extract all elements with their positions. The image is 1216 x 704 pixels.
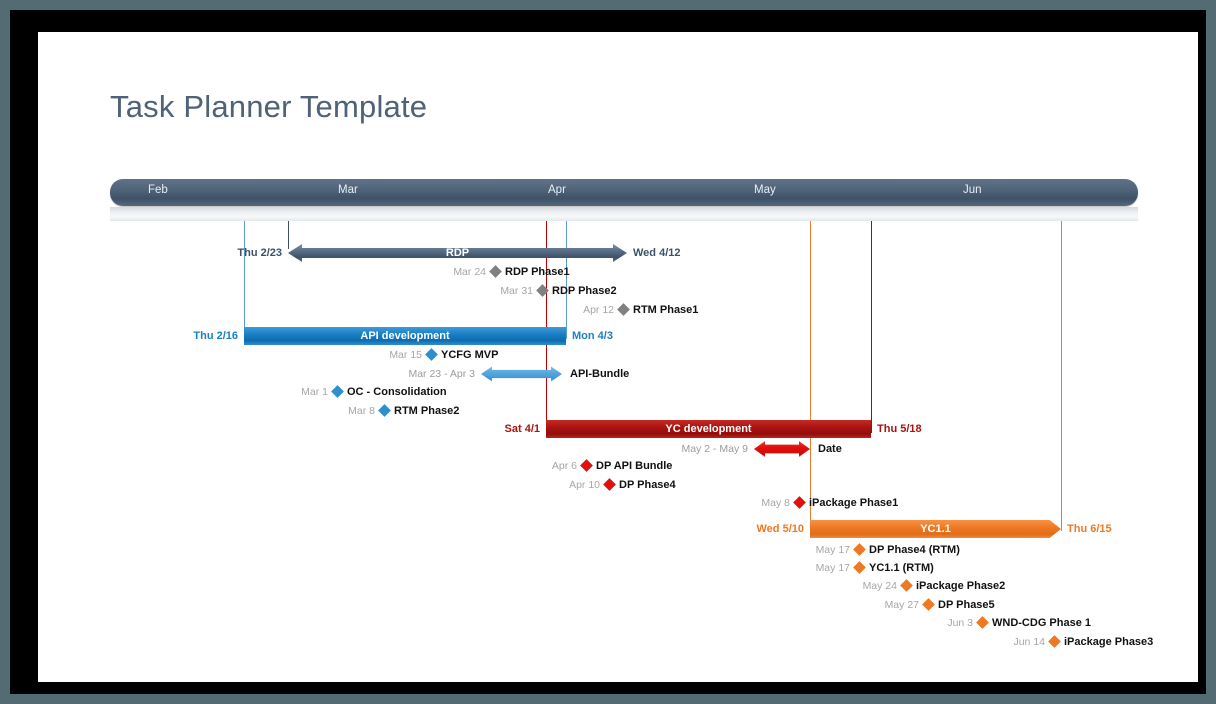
slide-frame-inner: Task Planner Template Feb Mar Apr May Jun RD…: [10, 10, 1206, 694]
gantt-bar-yc-development[interactable]: YC development: [546, 420, 871, 438]
gantt-bar-start-label: Thu 2/23: [237, 247, 282, 259]
gantt-milestone-date-label: Mar 24: [453, 266, 486, 278]
gantt-bar-start-label: Thu 2/16: [193, 330, 238, 342]
timeline-gridline-6: [1061, 221, 1062, 531]
timeline-month-label-jun: Jun: [963, 184, 982, 196]
diamond-icon: [900, 579, 913, 592]
timeline-header: Feb Mar Apr May Jun: [110, 179, 1138, 206]
timeline-gridline-3: [566, 221, 567, 339]
gantt-milestone-name-label: DP API Bundle: [596, 460, 673, 472]
gantt-span-name-label: API-Bundle: [570, 368, 630, 380]
gantt-milestone-date-label: Mar 15: [389, 349, 422, 361]
gantt-milestone-date-label: Apr 6: [551, 460, 577, 472]
page-title: Task Planner Template: [110, 89, 428, 124]
gantt-milestone-name-label: iPackage Phase2: [916, 580, 1006, 592]
gantt-span-api-bundle[interactable]: [481, 365, 562, 383]
timeline-month-label-feb: Feb: [148, 184, 168, 196]
gantt-milestone-date-label: Jun 14: [1013, 636, 1045, 648]
timeline-gridline-0: [244, 221, 245, 339]
gantt-milestone-name-label: DP Phase4 (RTM): [869, 544, 960, 556]
diamond-icon: [580, 459, 593, 472]
gantt-bar-label: YC development: [665, 423, 752, 435]
gantt-milestone-name-label: RDP Phase1: [505, 266, 570, 278]
gantt-span-date-label: Mar 23 - Apr 3: [408, 368, 475, 380]
diamond-icon: [1048, 635, 1061, 648]
diamond-icon: [853, 561, 866, 574]
gantt-span-date-label: May 2 - May 9: [681, 443, 748, 455]
slide-canvas: Task Planner Template Feb Mar Apr May Jun RD…: [38, 32, 1198, 682]
gantt-bar-label: RDP: [445, 247, 470, 259]
diamond-icon: [793, 496, 806, 509]
gantt-milestone-date-label: May 24: [862, 580, 897, 592]
gantt-milestone-name-label: WND-CDG Phase 1: [992, 617, 1092, 629]
gantt-milestone-date-label: May 17: [815, 562, 850, 574]
gantt-milestone-name-label: iPackage Phase1: [809, 497, 899, 509]
gantt-bar-end-label: Thu 6/15: [1067, 523, 1112, 535]
diamond-icon: [617, 303, 630, 316]
diamond-icon: [922, 598, 935, 611]
diamond-icon: [331, 385, 344, 398]
gantt-milestone-date-label: Apr 12: [583, 304, 614, 316]
timeline-gridline-5: [871, 221, 872, 433]
gantt-span-row: May 2 - May 9 Date: [38, 440, 1198, 458]
gantt-milestone-date-label: May 8: [761, 497, 790, 509]
gantt-bar-row: YC development Sat 4/1 Thu 5/18: [38, 420, 1198, 438]
gantt-milestone-name-label: RTM Phase2: [394, 405, 460, 417]
gantt-bar-label: API development: [360, 330, 450, 342]
gantt-bar-end-label: Wed 4/12: [633, 247, 681, 259]
timeline-gridline-4: [810, 221, 811, 531]
gantt-bar-end-label: Thu 5/18: [877, 423, 922, 435]
gantt-milestone-date-label: Mar 1: [301, 386, 328, 398]
gantt-bar-yc1-1[interactable]: YC1.1: [810, 520, 1061, 538]
gantt-milestone-name-label: DP Phase5: [938, 599, 995, 611]
gantt-milestone-name-label: iPackage Phase3: [1064, 636, 1154, 648]
gantt-milestone-name-label: DP Phase4: [619, 479, 676, 491]
gantt-milestone-date-label: Mar 8: [348, 405, 375, 417]
gantt-bar-rdp[interactable]: RDP: [288, 244, 627, 262]
gantt-milestone-name-label: RDP Phase2: [552, 285, 617, 297]
gantt-bar-start-label: Sat 4/1: [504, 423, 540, 435]
gantt-bar-label: YC1.1: [920, 523, 951, 535]
timeline-gridline-1: [288, 221, 289, 249]
gantt-span-date[interactable]: [754, 440, 810, 458]
diamond-icon: [853, 543, 866, 556]
gantt-milestone-date-label: Apr 10: [569, 479, 600, 491]
diamond-icon: [489, 265, 502, 278]
gantt-span-name-label: Date: [818, 443, 842, 455]
gantt-span-row: Mar 23 - Apr 3 API-Bundle: [38, 365, 1198, 383]
gantt-milestone-date-label: Jun 3: [947, 617, 973, 629]
gantt-bar-row: YC1.1 Wed 5/10 Thu 6/15: [38, 520, 1198, 538]
gantt-milestone-name-label: YC1.1 (RTM): [869, 562, 934, 574]
diamond-icon: [378, 404, 391, 417]
gantt-milestone-name-label: RTM Phase1: [633, 304, 699, 316]
timeline-month-label-apr: Apr: [548, 184, 566, 196]
gantt-bar-api-development[interactable]: API development: [244, 327, 566, 345]
gantt-milestone-name-label: OC - Consolidation: [347, 386, 447, 398]
timeline-month-label-may: May: [754, 184, 776, 196]
gantt-bar-start-label: Wed 5/10: [756, 523, 805, 535]
timeline-month-label-mar: Mar: [338, 184, 358, 196]
gantt-milestone-date-label: May 27: [884, 599, 919, 611]
gantt-milestone-name-label: YCFG MVP: [441, 349, 499, 361]
diamond-icon: [603, 478, 616, 491]
diamond-icon: [425, 348, 438, 361]
gantt-bar-end-label: Mon 4/3: [572, 330, 613, 342]
gantt-bar-row: API development Thu 2/16 Mon 4/3: [38, 327, 1198, 345]
gantt-milestone-date-label: Mar 31: [500, 285, 533, 297]
gantt-milestone-date-label: May 17: [815, 544, 850, 556]
diamond-icon: [976, 616, 989, 629]
timeline-subheader-strip: [110, 207, 1138, 221]
gantt-bar-row: RDP Thu 2/23 Wed 4/12: [38, 244, 1198, 262]
